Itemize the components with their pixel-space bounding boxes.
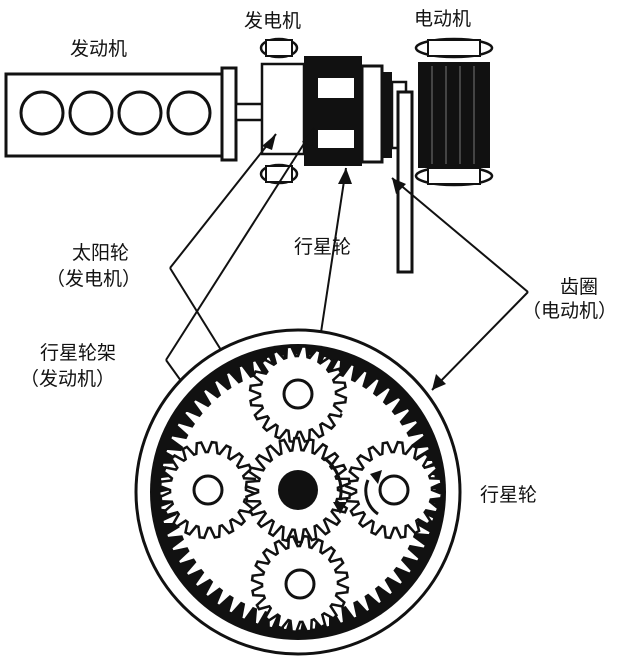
engine-block xyxy=(4,66,238,162)
sun-rotation-arrowhead xyxy=(333,502,347,514)
planet-rotation-arrow xyxy=(364,479,379,516)
carrier-sublabel: （发动机） xyxy=(20,368,116,390)
planet-gear-top-hub xyxy=(282,378,314,410)
sun-gear-sublabel: （发电机） xyxy=(46,268,142,290)
leader-arrowheads xyxy=(262,128,446,390)
ring-gear-label: 齿圈 xyxy=(560,276,599,298)
orbit-arrowhead xyxy=(362,428,374,438)
planet-gear-label-right: 行星轮 xyxy=(480,484,538,506)
planet-gear-bottom-hub xyxy=(284,568,316,600)
motor-unit xyxy=(414,37,494,187)
sun-gear-label: 太阳轮 xyxy=(72,242,130,264)
ring-gear-sublabel: （电动机） xyxy=(522,300,618,322)
planet-gear-right-hub xyxy=(378,474,410,506)
generator-unit xyxy=(259,37,362,185)
sun-gear-hub xyxy=(278,470,318,510)
planet-gear-left-hub xyxy=(192,474,224,506)
planet-rotation-arrowhead xyxy=(370,470,382,484)
planetary-gear-set xyxy=(134,328,462,656)
generator-label-top: 发电机 xyxy=(244,10,302,32)
engine-label-top: 发动机 xyxy=(70,38,128,60)
carrier-label: 行星轮架 xyxy=(40,342,117,364)
planet-gear-label-top: 行星轮 xyxy=(294,236,352,258)
motor-label-top: 电动机 xyxy=(414,8,472,30)
sun-rotation-arrow xyxy=(323,456,343,501)
